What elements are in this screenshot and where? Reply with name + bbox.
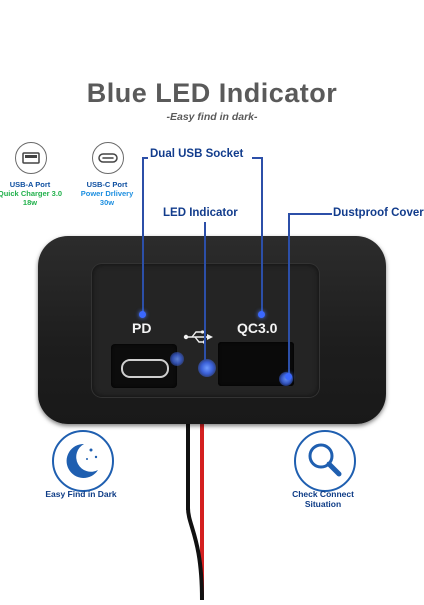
pd-port-glow — [170, 352, 184, 366]
usb-a-port-label: USB-A Port — [9, 180, 51, 189]
usb-a-port-spec-line-1: Quick Charger 3.0 — [0, 189, 63, 198]
dustproof-marker-dot — [285, 373, 292, 380]
usb-c-port-label: USB-C Port — [86, 180, 128, 189]
easy-find-in-dark-label: Easy Find in Dark — [45, 489, 117, 499]
dustproof-leader — [288, 213, 290, 375]
dustproof-cover-callout: Dustproof Cover — [333, 207, 424, 219]
moon-stars-icon — [52, 430, 114, 492]
qc-port-marker-dot — [258, 311, 265, 318]
check-connect-label-line-1: Check Connect — [292, 489, 354, 499]
page-title: Blue LED Indicator — [86, 78, 338, 108]
dual-usb-socket-callout: Dual USB Socket — [150, 148, 244, 160]
dual-usb-leader-left-tick — [142, 157, 148, 159]
usb-a-port-icon — [15, 142, 47, 174]
usb-c-port-icon — [92, 142, 124, 174]
qc-port-label: QC3.0 — [237, 320, 278, 336]
led-indicator-callout: LED Indicator — [163, 207, 238, 219]
dustproof-leader-top — [288, 213, 332, 215]
pd-port-marker-dot — [139, 311, 146, 318]
usb-c-slot — [121, 359, 169, 378]
dual-usb-leader-left — [142, 157, 144, 314]
usb-a-port-spec-line-2: 18w — [22, 198, 38, 207]
black-wire — [186, 415, 190, 510]
pd-port-label: PD — [132, 320, 152, 336]
led-indicator-light — [198, 359, 216, 377]
magnifier-icon — [294, 430, 356, 492]
led-leader — [204, 222, 206, 360]
black-wire-bend — [186, 507, 204, 601]
usb-c-port-spec-line-2: 30w — [99, 198, 115, 207]
dual-usb-leader-right-tick — [252, 157, 262, 159]
check-connect-label-line-2: Situation — [304, 499, 342, 509]
page-subtitle: -Easy find in dark- — [166, 111, 258, 123]
red-wire — [200, 415, 204, 600]
usb-c-port-spec-line-1: Power Drlivery — [80, 189, 134, 198]
dual-usb-leader-right — [261, 157, 263, 314]
usb-symbol-icon — [183, 330, 213, 344]
